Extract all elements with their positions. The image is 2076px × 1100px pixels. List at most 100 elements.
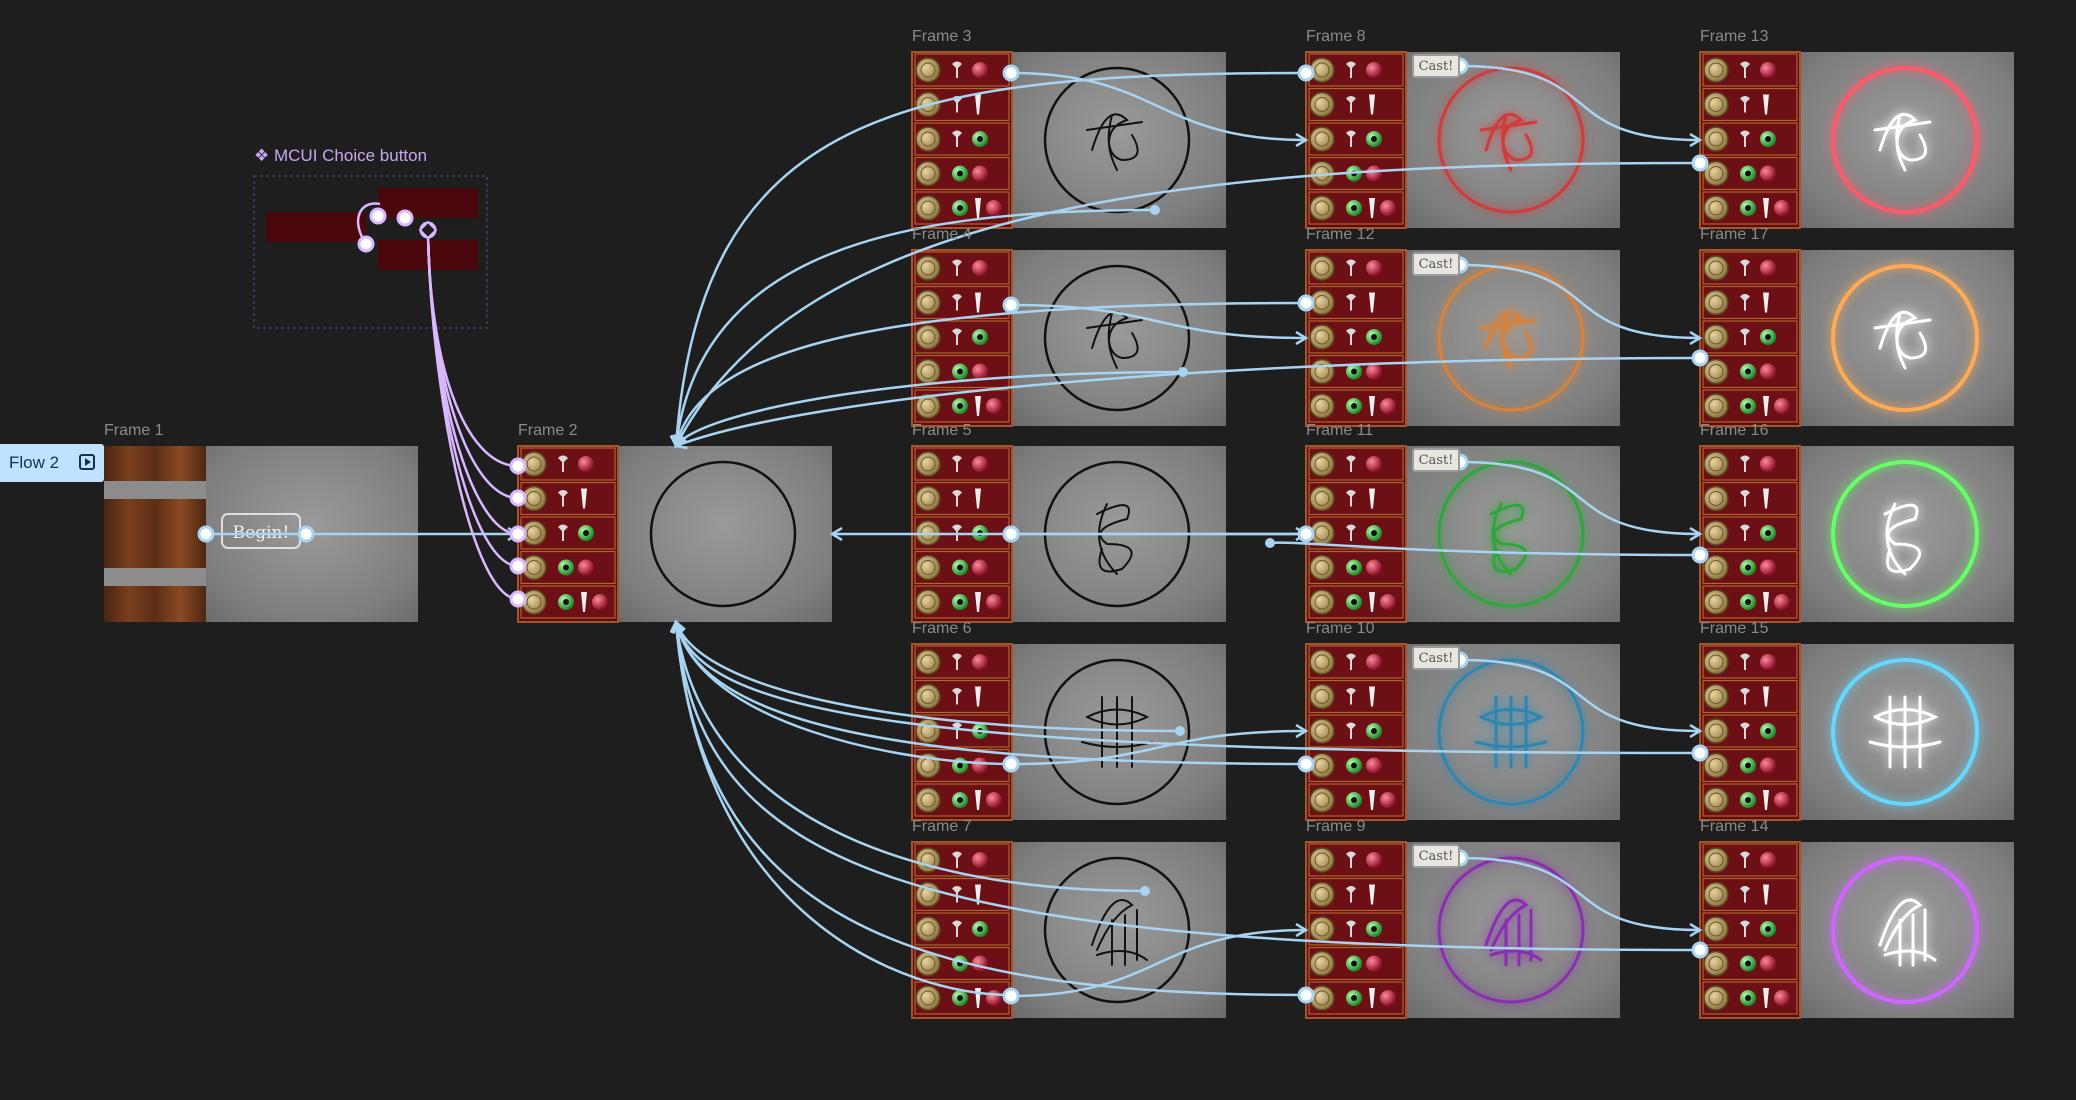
prototype-connector[interactable]	[1459, 856, 1700, 930]
choice-panel[interactable]	[911, 841, 1013, 1019]
frame-frame-14[interactable]	[1800, 842, 2014, 1018]
connector-midpoint[interactable]	[1265, 538, 1275, 548]
cast-button[interactable]: Cast!	[1412, 646, 1460, 670]
connector-handle[interactable]	[1002, 987, 1020, 1005]
connector-handle[interactable]	[1297, 64, 1315, 82]
connector-handle[interactable]	[1691, 154, 1709, 172]
connector-handle[interactable]	[1691, 744, 1709, 762]
cast-button[interactable]: Cast!	[1412, 844, 1460, 868]
frame-frame-16[interactable]	[1800, 446, 2014, 622]
prototype-connector[interactable]	[676, 370, 1184, 446]
connector-midpoint[interactable]	[1178, 367, 1188, 377]
connector-handle[interactable]	[1691, 941, 1709, 959]
prototype-connector[interactable]	[676, 161, 1701, 446]
connector-handle[interactable]	[509, 557, 527, 575]
connector-handle[interactable]	[1002, 755, 1020, 773]
choice-button-variant[interactable]	[378, 188, 478, 218]
choice-panel[interactable]	[1699, 249, 1801, 427]
choice-panel[interactable]	[1305, 445, 1407, 623]
frame-label[interactable]: Frame 9	[1306, 818, 1366, 835]
prototype-connector[interactable]	[676, 622, 1013, 766]
frame-label[interactable]: Frame 11	[1306, 422, 1374, 439]
connector-handle[interactable]	[509, 525, 527, 543]
prototype-connector[interactable]	[676, 71, 1307, 446]
connector-handle[interactable]	[1002, 296, 1020, 314]
prototype-connector[interactable]	[1459, 263, 1700, 338]
frame-label[interactable]: Frame 6	[912, 620, 972, 637]
choice-panel[interactable]	[517, 445, 619, 623]
frame-frame-4[interactable]	[1012, 250, 1226, 426]
connector-handle[interactable]	[1297, 986, 1315, 1004]
connector-handle[interactable]	[1691, 349, 1709, 367]
prototype-connector[interactable]	[676, 622, 1701, 952]
prototype-connector[interactable]	[1010, 930, 1306, 998]
connector-handle[interactable]	[197, 525, 215, 543]
connector-handle[interactable]	[1297, 755, 1315, 773]
frame-label[interactable]: Frame 2	[518, 422, 578, 439]
connector-handle[interactable]	[297, 525, 315, 543]
prototype-connector[interactable]	[676, 622, 1701, 755]
connector-handle[interactable]	[509, 489, 527, 507]
connector-handle[interactable]	[369, 207, 387, 225]
choice-button-variant[interactable]	[266, 212, 366, 242]
connector-handle[interactable]	[1002, 525, 1020, 543]
prototype-connector[interactable]	[676, 622, 1181, 733]
connector-handle[interactable]	[396, 209, 414, 227]
connector-handle[interactable]	[1002, 64, 1020, 82]
cast-button[interactable]: Cast!	[1412, 54, 1460, 78]
component-anchor-icon[interactable]	[418, 220, 438, 240]
choice-panel[interactable]	[1699, 445, 1801, 623]
flow-starting-point[interactable]: Flow 2	[0, 444, 104, 482]
frame-frame-15[interactable]	[1800, 644, 2014, 820]
connector-handle[interactable]	[1297, 525, 1315, 543]
connector-handle[interactable]	[1691, 546, 1709, 564]
connector-handle[interactable]	[1297, 294, 1315, 312]
frame-label[interactable]: Frame 12	[1306, 226, 1375, 243]
component-connector[interactable]	[426, 229, 519, 601]
frame-label[interactable]: Frame 14	[1700, 818, 1769, 835]
frame-label[interactable]: Frame 13	[1700, 28, 1769, 45]
play-icon[interactable]	[79, 454, 95, 470]
choice-panel[interactable]	[1699, 841, 1801, 1019]
choice-panel[interactable]	[1699, 643, 1801, 821]
prototype-connector[interactable]	[1459, 64, 1700, 140]
connector-midpoint[interactable]	[1140, 886, 1150, 896]
frame-frame-6[interactable]	[1012, 644, 1226, 820]
mcui-choice-button-component[interactable]	[253, 175, 488, 329]
choice-panel[interactable]	[1305, 249, 1407, 427]
prototype-connector[interactable]	[676, 301, 1307, 446]
frame-frame-2[interactable]	[618, 446, 832, 622]
connector-handle[interactable]	[357, 235, 375, 253]
connector-handle[interactable]	[509, 590, 527, 608]
prototype-connector[interactable]	[1010, 731, 1306, 766]
frame-label[interactable]: Frame 17	[1700, 226, 1769, 243]
frame-frame-11[interactable]	[1406, 446, 1620, 622]
frame-frame-12[interactable]	[1406, 250, 1620, 426]
frame-frame-9[interactable]	[1406, 842, 1620, 1018]
cast-button[interactable]: Cast!	[1412, 252, 1460, 276]
prototype-connector[interactable]	[676, 356, 1701, 446]
choice-panel[interactable]	[1699, 51, 1801, 229]
connector-handle[interactable]	[509, 457, 527, 475]
connector-midpoint[interactable]	[1150, 205, 1160, 215]
prototype-connector[interactable]	[1459, 460, 1700, 534]
frame-frame-10[interactable]	[1406, 644, 1620, 820]
frame-label[interactable]: Frame 3	[912, 28, 972, 45]
frame-label[interactable]: Frame 7	[912, 818, 972, 835]
choice-panel[interactable]	[1305, 841, 1407, 1019]
cast-button[interactable]: Cast!	[1412, 448, 1460, 472]
frame-frame-17[interactable]	[1800, 250, 2014, 426]
frame-label[interactable]: Frame 16	[1700, 422, 1769, 439]
frame-label[interactable]: Frame 8	[1306, 28, 1366, 45]
frame-label[interactable]: Frame 4	[912, 226, 972, 243]
choice-panel[interactable]	[1305, 643, 1407, 821]
choice-panel[interactable]	[1305, 51, 1407, 229]
choice-panel[interactable]	[911, 643, 1013, 821]
frame-label[interactable]: Frame 15	[1700, 620, 1769, 637]
frame-frame-8[interactable]	[1406, 52, 1620, 228]
prototype-connector[interactable]	[1269, 541, 1701, 557]
choice-panel[interactable]	[911, 249, 1013, 427]
frame-label[interactable]: Frame 1	[104, 422, 164, 439]
component-label[interactable]: ❖ MCUI Choice button	[254, 146, 427, 166]
frame-frame-13[interactable]	[1800, 52, 2014, 228]
